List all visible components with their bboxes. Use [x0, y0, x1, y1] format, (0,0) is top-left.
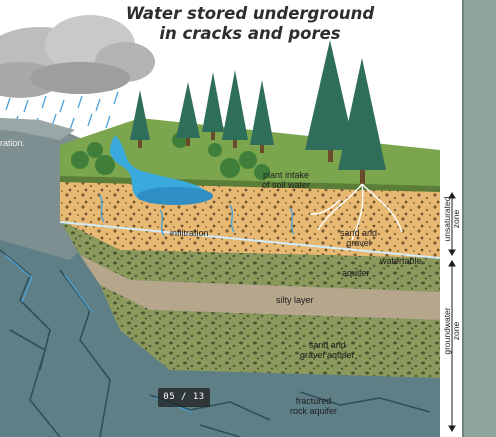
- sand-gravel-label: sand and gravel: [340, 228, 377, 248]
- groundwater-zone-label: groundwater zone: [443, 291, 461, 371]
- fractured-rock-label: fractured rock aquifer: [290, 396, 337, 416]
- silty-layer-label: silty layer: [276, 295, 314, 305]
- plant-intake-label: plant intake of soil water: [262, 170, 310, 190]
- watertable-label: watertable: [380, 256, 422, 266]
- sand-gravel-aquifer-line-2: gravel aquifer: [300, 350, 355, 360]
- sand-gravel-aquifer-label: sand and gravel aquifer: [300, 340, 355, 360]
- aquifer-label: aquifer: [342, 268, 370, 278]
- title-line-2: in cracks and pores: [100, 24, 400, 44]
- unsaturated-zone-label: unsaturated zone: [443, 189, 461, 249]
- groundwater-line-2: zone: [452, 291, 461, 371]
- evaporation-label: ration.: [0, 138, 25, 148]
- plant-intake-line-2: of soil water: [262, 180, 310, 190]
- unsaturated-line-2: zone: [452, 189, 461, 249]
- infiltration-label: infiltration: [170, 228, 209, 238]
- sand-gravel-line-1: sand and: [340, 228, 377, 238]
- plant-intake-line-1: plant intake: [262, 170, 310, 180]
- slide-counter: 05 / 13: [158, 388, 210, 407]
- fractured-line-1: fractured: [290, 396, 337, 406]
- diagram-title: Water stored underground in cracks and p…: [100, 4, 400, 44]
- side-panel: [462, 0, 496, 437]
- sand-gravel-aquifer-line-1: sand and: [300, 340, 355, 350]
- fractured-line-2: rock aquifer: [290, 406, 337, 416]
- sand-gravel-line-2: gravel: [340, 238, 377, 248]
- title-line-1: Water stored underground: [100, 4, 400, 24]
